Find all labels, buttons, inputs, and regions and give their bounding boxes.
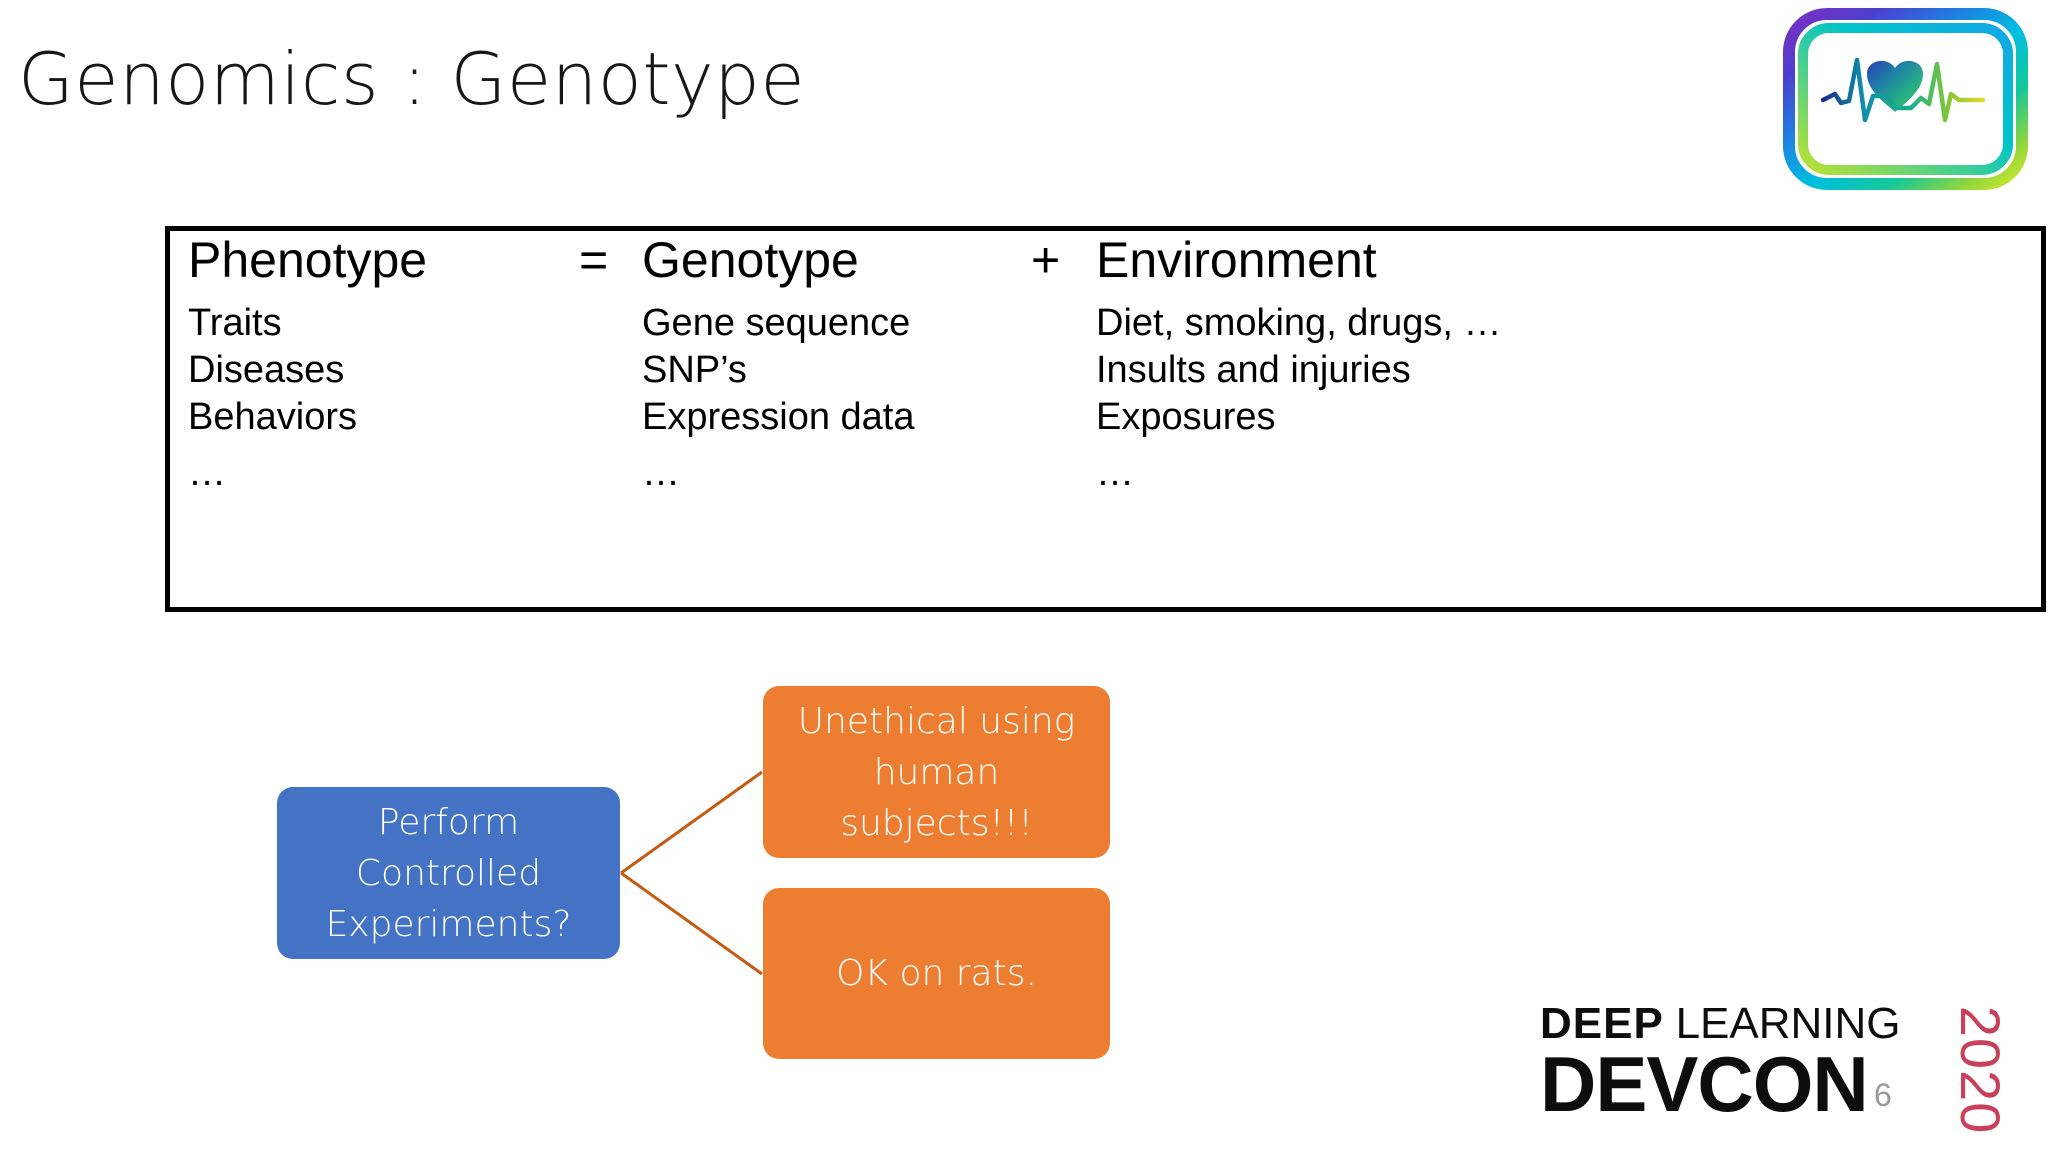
list-item: Insults and injuries <box>1096 349 1411 391</box>
devcon-year-text: 2020 <box>1949 1005 2012 1135</box>
equals-operator: = <box>579 232 609 288</box>
list-item: Diseases <box>188 349 345 391</box>
column-header-environment: Environment <box>1096 232 1377 288</box>
column-header-genotype: Genotype <box>642 232 859 288</box>
equation-column-phenotype: Phenotype Traits Diseases Behaviors … <box>188 231 608 497</box>
list-item: Expression data <box>642 396 915 438</box>
list-item: … <box>1096 452 1134 494</box>
column-header-phenotype: Phenotype <box>188 232 428 288</box>
devcon-logo: DEEP LEARNING DEVCON 2020 <box>1540 1000 2012 1140</box>
flow-node-answer-unethical[interactable]: Unethical using human subjects!!! <box>763 686 1110 858</box>
list-item: SNP’s <box>642 349 747 391</box>
list-item: Exposures <box>1096 396 1276 438</box>
list-item: … <box>642 452 680 494</box>
devcon-year: 2020 <box>1949 1005 2012 1135</box>
equation-column-environment: Environment Diet, smoking, drugs, … Insu… <box>1096 231 1976 497</box>
flow-node-question-label: Perform Controlled Experiments? <box>325 801 572 945</box>
flow-node-answer-unethical-label: Unethical using human subjects!!! <box>797 700 1076 844</box>
list-item: Diet, smoking, drugs, … <box>1096 302 1502 344</box>
list-item: Behaviors <box>188 396 357 438</box>
list-item: … <box>188 452 226 494</box>
equation-box: Phenotype Traits Diseases Behaviors … = … <box>165 226 2046 612</box>
flow-node-answer-rats[interactable]: OK on rats. <box>763 888 1110 1059</box>
equation-column-genotype: Genotype Gene sequence SNP’s Expression … <box>642 231 1062 497</box>
heart-ecg-logo <box>1783 8 2028 190</box>
connector-line-bottom <box>620 871 763 976</box>
devcon-wordmark: DEEP LEARNING DEVCON <box>1540 1000 1948 1128</box>
plus-operator: + <box>1031 232 1061 288</box>
list-item: Gene sequence <box>642 302 911 344</box>
connector-line-top <box>620 770 763 875</box>
page-title: Genomics : Genotype <box>18 37 806 121</box>
flow-node-answer-rats-label: OK on rats. <box>836 953 1037 994</box>
flow-node-question[interactable]: Perform Controlled Experiments? <box>277 787 620 959</box>
list-item: Traits <box>188 302 282 344</box>
devcon-learning-text: LEARNING <box>1675 999 1901 1048</box>
slide-number: 6 <box>1874 1077 1892 1113</box>
devcon-deep-text: DEEP <box>1540 999 1664 1048</box>
devcon-line-one: DEEP LEARNING <box>1540 1000 1948 1048</box>
devcon-line-two: DEVCON <box>1540 1040 1869 1128</box>
